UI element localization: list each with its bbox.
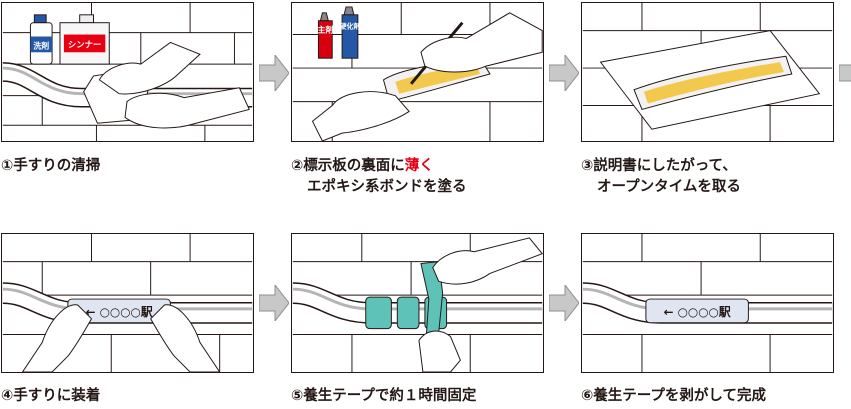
right-arrow-icon	[549, 285, 579, 321]
step-2-highlight: 薄く	[404, 158, 434, 174]
right-arrow-icon	[259, 55, 289, 91]
step-6-illustration: ← ○○○○駅	[582, 234, 833, 372]
sign-label: ← ○○○○駅	[86, 305, 153, 319]
step-5-panel	[291, 233, 544, 373]
hand-upper	[432, 237, 543, 285]
hand-left	[98, 41, 201, 95]
step-4-panel: ← ○○○○駅	[1, 233, 254, 373]
main-agent-label: 主剤	[317, 25, 333, 35]
sign-plate	[645, 298, 749, 324]
step-2-panel: 主剤 硬化剤	[291, 2, 544, 142]
step-6-text: 養生テープを剥がして完成	[593, 388, 766, 404]
hardener-tube: 硬化剤	[340, 6, 361, 59]
step-3-panel	[581, 2, 834, 142]
hand-right	[124, 87, 250, 129]
step-6-caption: ⑥養生テープを剥がして完成	[581, 386, 766, 407]
step-4-text: 手すりに装着	[13, 388, 101, 404]
right-arrow-icon	[839, 64, 851, 82]
step-6-number: ⑥	[581, 388, 594, 404]
detergent-bottle: 洗剤	[29, 14, 53, 65]
step-4-number: ④	[1, 388, 14, 404]
arrow-2-3	[549, 55, 579, 91]
main-agent-text: 主剤	[317, 25, 333, 35]
step-6-panel: ← ○○○○駅	[581, 233, 834, 373]
step-2-text-1: 標示板の裏面に	[303, 158, 405, 174]
step-3-line-1: ③説明書にしたがって、	[581, 156, 741, 177]
hand-right	[150, 304, 221, 372]
step-4-illustration: ← ○○○○駅	[2, 234, 253, 372]
detergent-label: 洗剤	[33, 40, 49, 50]
step-1-illustration: 洗剤 シンナー	[2, 3, 253, 141]
step-3-line-2: オープンタイムを取る	[597, 179, 741, 195]
step-4-caption: ④手すりに装着	[1, 386, 100, 407]
thinner-can: シンナー	[59, 14, 110, 65]
step-2-line-2: エポキシ系ボンドを塗る	[307, 179, 467, 195]
arrow-5-6	[549, 285, 579, 321]
step-1-caption: ①手すりの清掃	[1, 156, 100, 177]
right-arrow-icon	[549, 55, 579, 91]
hardener-text: 硬化剤	[340, 22, 361, 31]
step-2-number: ②	[291, 158, 304, 174]
step-2-illustration: 主剤 硬化剤	[292, 3, 543, 141]
step-5-number: ⑤	[291, 388, 304, 404]
hand-left	[21, 304, 93, 372]
sign-label: ← ○○○○駅	[664, 305, 731, 319]
step-5-illustration	[292, 234, 543, 372]
step-1-panel: 洗剤 シンナー	[1, 2, 254, 142]
arrow-1-2	[259, 55, 289, 91]
glue-layer	[643, 62, 784, 104]
step-5-caption: ⑤養生テープで約１時間固定	[291, 386, 476, 407]
hand-lower	[311, 91, 410, 141]
step-5-text: 養生テープで約１時間固定	[303, 388, 477, 404]
tape-2	[396, 296, 420, 330]
step-2-line-1: ②標示板の裏面に薄く	[291, 156, 467, 177]
step-3-illustration	[582, 3, 833, 141]
arrow-3-next	[839, 55, 851, 91]
right-arrow-icon	[259, 285, 289, 321]
step-3-text-1: 説明書にしたがって、	[593, 158, 737, 174]
step-1-text: 手すりの清掃	[13, 158, 101, 174]
main-agent-tube: 主剤	[317, 12, 333, 59]
step-1-number: ①	[1, 158, 14, 174]
tape-1	[365, 296, 392, 330]
hardener-label: 硬化剤	[340, 22, 361, 31]
step-3-caption: ③説明書にしたがって、 オープンタイムを取る	[581, 156, 741, 198]
step-2-caption: ②標示板の裏面に薄く エポキシ系ボンドを塗る	[291, 156, 467, 198]
arrow-4-5	[259, 285, 289, 321]
thinner-label: シンナー	[68, 39, 101, 49]
hand-upper	[420, 12, 543, 73]
hand-lower	[418, 330, 461, 372]
step-3-number: ③	[581, 158, 594, 174]
